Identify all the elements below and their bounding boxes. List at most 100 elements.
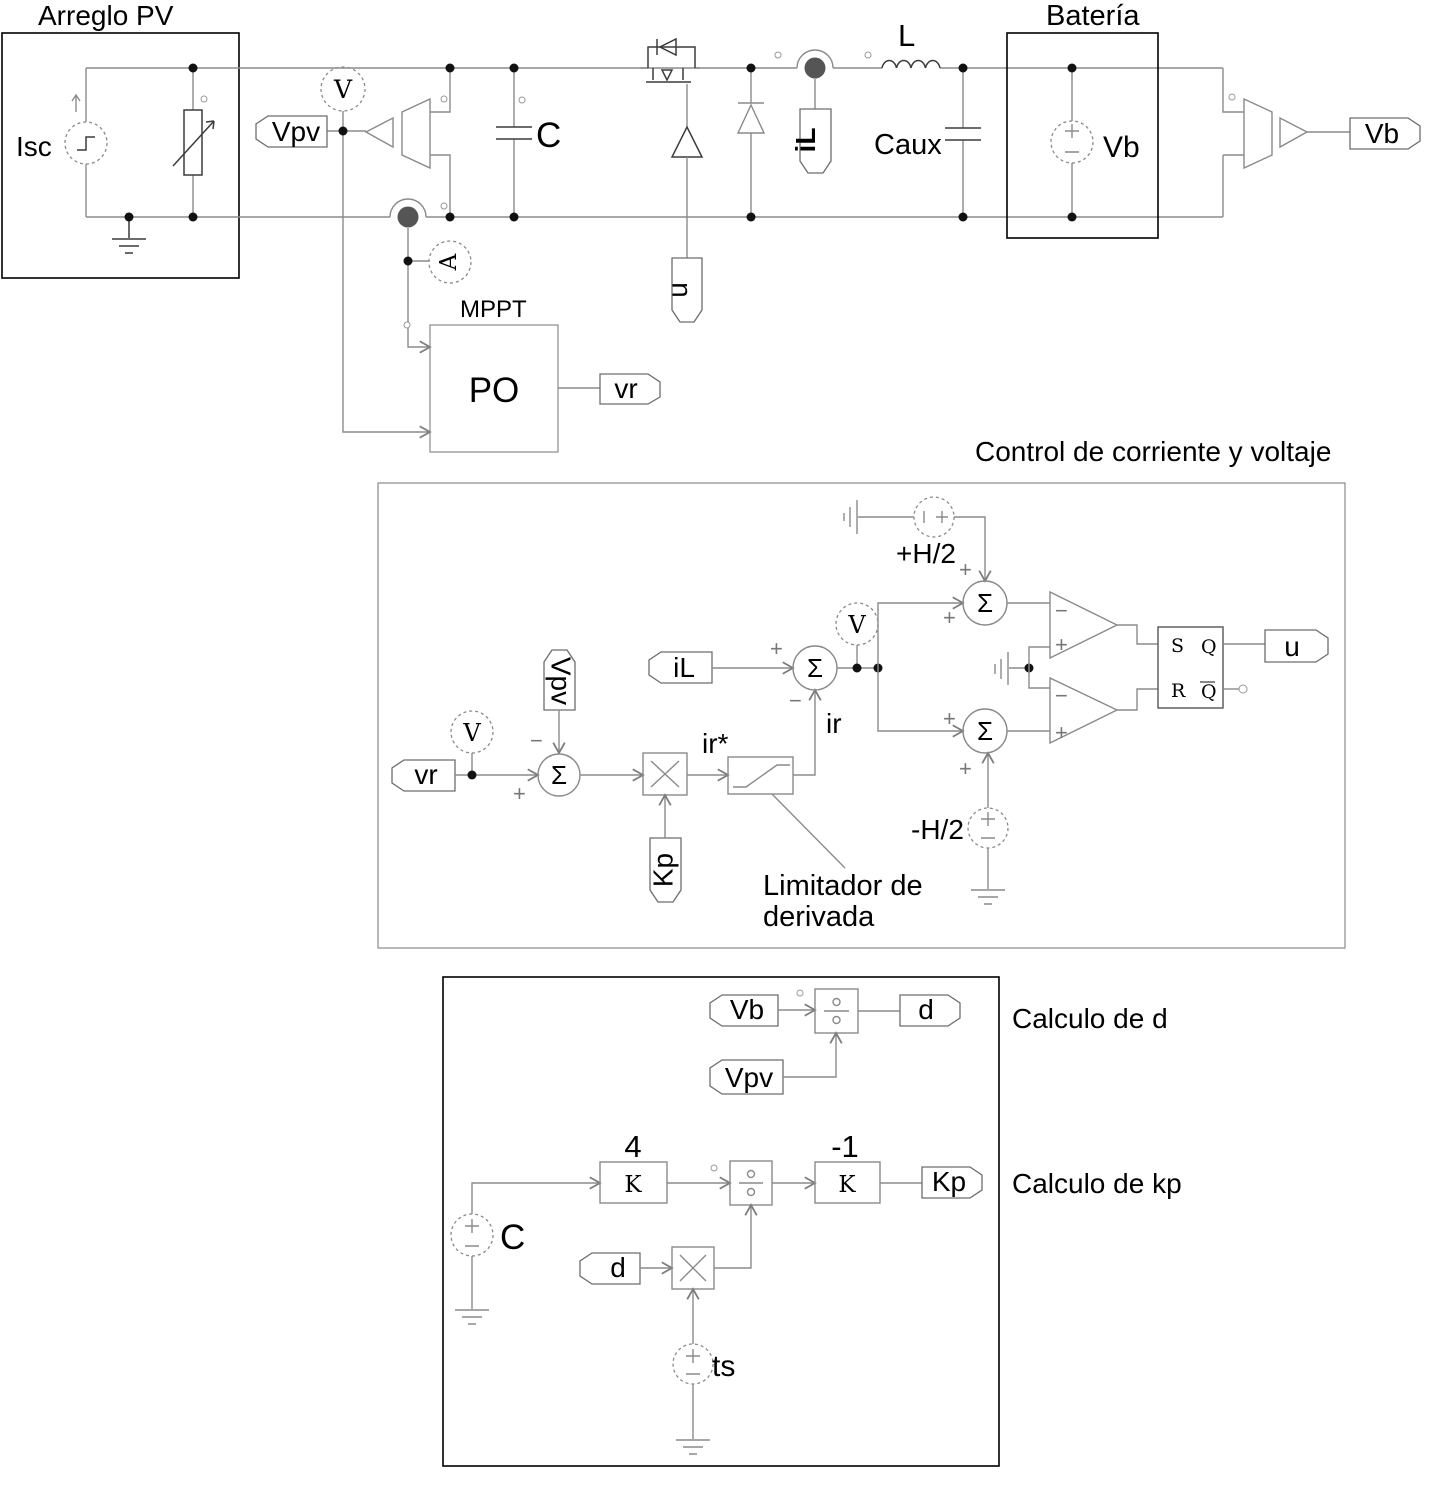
calc-kp-out-text: Kp [932,1166,966,1197]
mppt-po-text: PO [469,371,520,410]
ir-wire [793,688,822,776]
hysteresis-summer-bottom[interactable]: Σ [962,708,1008,754]
summer2-minus: − [789,688,802,713]
vb-battery-source[interactable]: Vb [1050,68,1140,217]
minus-h2-source[interactable]: -H/2 [911,751,1009,905]
vb-source-label: Vb [1103,131,1140,164]
c-param-source[interactable]: C [450,1176,602,1325]
gain2-value: -1 [831,1129,859,1164]
current-error-summer[interactable]: Σ [792,645,838,691]
error-up-branch [877,596,965,668]
minus-h2-ground-icon [971,889,1005,905]
ctrl-u-output-tag[interactable]: u [1264,629,1329,663]
svg-text:+: + [1055,632,1068,657]
vb-output-tag[interactable]: Vb [1349,117,1421,150]
inductor-l[interactable]: L [881,18,941,69]
vpv-to-mppt-wire [342,131,432,439]
il-tag-text: iL [790,128,821,153]
hsummer-top-plus-left: + [943,605,956,630]
hysteresis-summer-top[interactable]: Σ [962,580,1008,626]
calc-kp-output-tag[interactable]: Kp [921,1166,983,1199]
vpv-voltmeter[interactable]: V [320,66,366,131]
ts-source-label: ts [712,1350,735,1383]
variable-resistor[interactable] [172,68,215,217]
mult-to-div-wire [714,1203,758,1269]
summer2-plus: + [770,636,783,661]
ctrl-il-tag[interactable]: iL [648,651,713,684]
mppt-block[interactable]: MPPT PO [429,296,600,453]
limiter-callout-line [771,793,846,869]
aux-capacitor[interactable]: Caux [874,68,981,217]
isc-current-source[interactable]: Isc [16,93,108,165]
vb-voltage-sensor[interactable] [1228,93,1350,170]
control-box-border [377,482,1346,949]
vpv-label-tag[interactable]: Vpv [255,115,328,148]
ctrl-vr-input-tag[interactable]: vr [391,759,456,792]
battery-box: Batería [1006,0,1159,239]
vr-tag-text: vr [614,373,637,404]
calc-d-input-tag[interactable]: d [579,1252,641,1285]
sr-flipflop[interactable]: S Q R Q [1157,626,1224,709]
limiter-caption-1: Limitador de [763,870,923,902]
gate-driver[interactable] [670,125,704,258]
power-rails [85,67,1244,218]
svg-text:K: K [624,1172,642,1198]
gain-block-4[interactable]: K 4 [599,1129,668,1204]
ctrl-voltmeter-2[interactable]: V [835,602,879,668]
svg-text:−: − [1055,598,1068,623]
ts-source[interactable]: ts [672,1287,735,1455]
ctrl-vr-text: vr [414,759,437,790]
plus-h2-source[interactable]: +H/2 [858,496,992,583]
limiter-caption-2: derivada [763,901,875,933]
calc-vpv-tag[interactable]: Vpv [709,1059,784,1095]
c-source-label: C [500,1218,525,1257]
ctrl-u-text: u [1284,631,1300,662]
isc-label: Isc [16,131,52,162]
ctrl-voltmeter-1[interactable]: V [450,710,494,775]
calc-vb-tag[interactable]: Vb [709,994,779,1027]
kp-divider[interactable] [729,1160,773,1206]
svg-text:V: V [462,719,481,747]
kp-multiplier[interactable] [642,752,688,796]
il-current-sensor[interactable] [774,49,872,109]
l-label: L [898,18,915,53]
svg-text:+: + [1055,720,1068,745]
vb-tag-text: Vb [1365,118,1399,149]
svg-text:V: V [847,611,866,639]
voltmeter-glyph: V [333,75,353,104]
summer1-minus: − [530,728,543,753]
u-gate-tag[interactable]: u [662,257,703,323]
input-capacitor-c[interactable]: C [496,68,561,217]
gain1-value: 4 [624,1129,641,1164]
vpv-to-div-wire [783,1031,843,1078]
calc-d-title: Calculo de d [1012,1003,1168,1034]
ir-label: ir [826,708,842,739]
il-label-tag[interactable]: iL [790,108,832,174]
pv-box-title: Arreglo PV [38,0,174,31]
vr-output-tag[interactable]: vr [599,373,661,405]
calc-kp-title: Calculo de kp [1012,1168,1182,1199]
comparator-bottom[interactable]: − + [1049,676,1119,745]
ff-q: Q [1201,636,1217,658]
junction-dots [124,63,1077,266]
freewheel-diode[interactable] [736,68,766,217]
pv-ammeter[interactable]: A [428,240,472,284]
derivative-limiter[interactable] [727,756,794,795]
hsummer-top-plus-top: + [959,557,972,582]
mosfet-switch[interactable] [640,37,700,127]
ff-qbar: Q [1201,681,1217,703]
svg-text:Σ: Σ [977,716,993,746]
ammeter-glyph: A [436,253,462,271]
ts-ground-icon [676,1439,710,1455]
ir-ref-label: ir* [702,728,729,759]
dts-multiplier[interactable] [671,1246,715,1290]
ctrl-vpv-tag[interactable]: Vpv [543,649,577,711]
voltage-error-summer[interactable]: Σ [537,753,581,797]
plus-h2-ground-icon [843,500,858,534]
gain-block-minus1[interactable]: K -1 [814,1129,881,1204]
ctrl-kp-tag[interactable]: Kp [647,837,682,903]
d-divider[interactable] [814,988,859,1034]
calc-d-output-tag[interactable]: d [899,994,961,1027]
comparator-top[interactable]: − + [1049,590,1119,660]
hsummer-bot-plus-bot: + [959,756,972,781]
